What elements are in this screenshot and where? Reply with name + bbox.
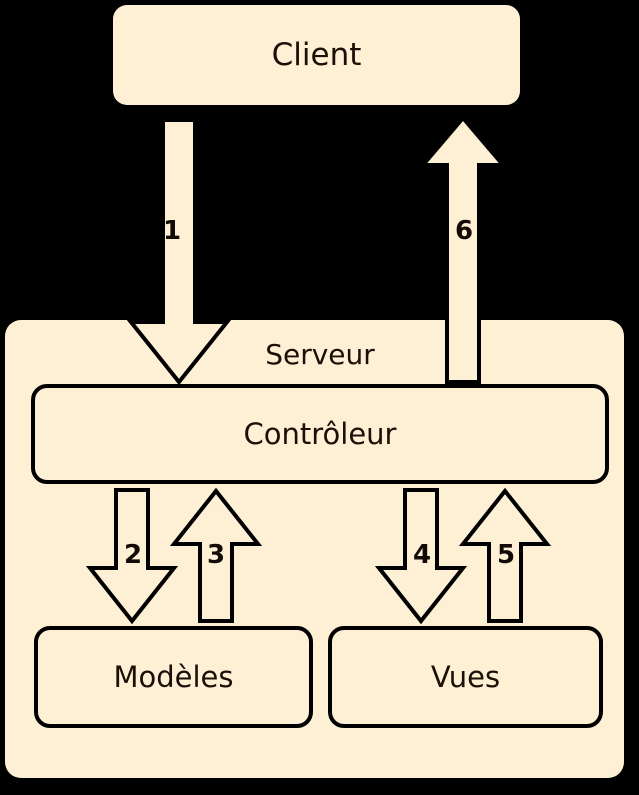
arrow-5[interactable]: [458, 487, 552, 623]
arrow-1-label: 1: [162, 216, 182, 246]
arrow-4[interactable]: [374, 488, 468, 625]
client-box[interactable]: [113, 5, 520, 105]
arrow-5-label: 5: [496, 540, 516, 570]
arrow-3-label: 3: [206, 540, 226, 570]
modeles-box[interactable]: [34, 626, 313, 728]
arrow-4-label: 4: [412, 540, 432, 570]
arrow-6-label: 6: [454, 216, 474, 246]
arrow-6[interactable]: [418, 114, 508, 384]
arrow-2[interactable]: [85, 488, 179, 625]
arrow-2-label: 2: [123, 540, 143, 570]
arrow-3[interactable]: [169, 487, 263, 623]
vues-box[interactable]: [328, 626, 603, 728]
controleur-box[interactable]: [31, 384, 609, 484]
arrow-1[interactable]: [126, 118, 232, 386]
